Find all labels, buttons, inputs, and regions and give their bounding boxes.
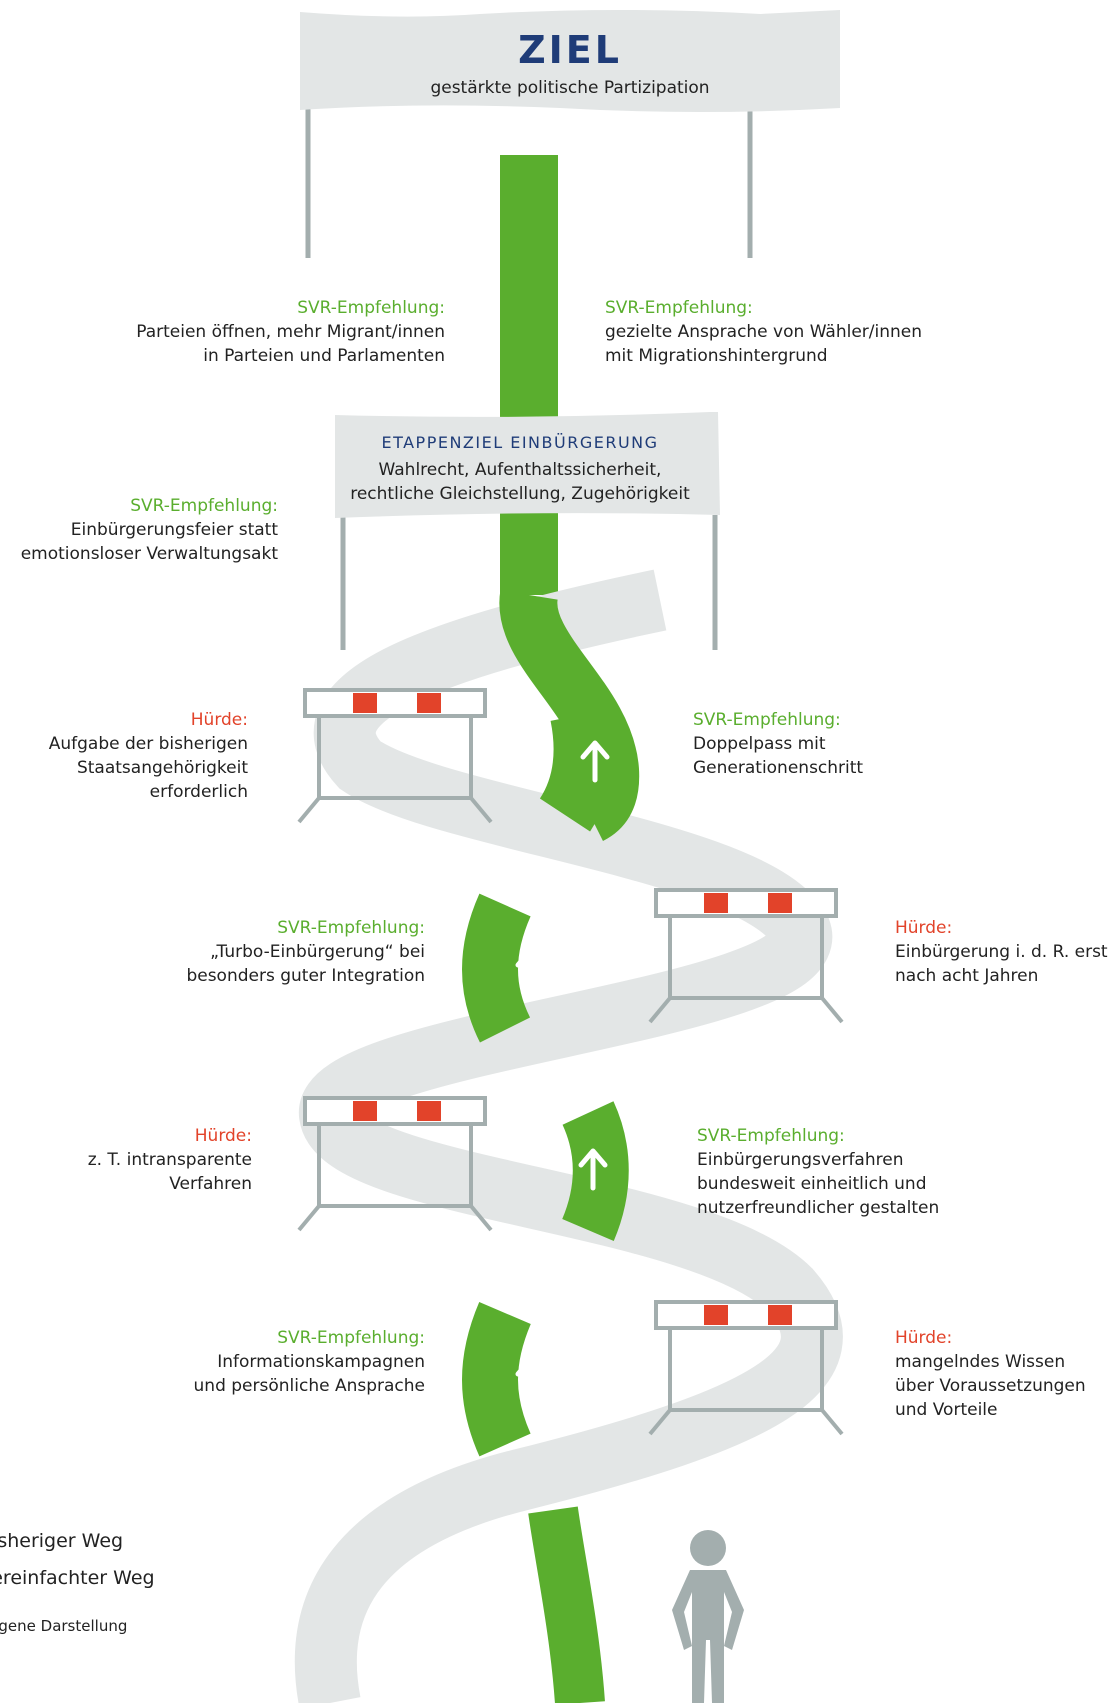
barrier-icon bbox=[297, 688, 493, 824]
hurdle-citizenship: Hürde: Aufgabe der bisherigen Staatsange… bbox=[48, 710, 248, 802]
recommendation-dual-passport: SVR-Empfehlung: Doppelpass mit Generatio… bbox=[693, 710, 864, 778]
recommendation-uniform-procedure: SVR-Empfehlung: Einbürgerungsverfahren b… bbox=[697, 1126, 940, 1218]
source-note: eigene Darstellung bbox=[0, 1617, 128, 1635]
green-segment-5 bbox=[528, 1506, 605, 1703]
recommendation-parties: SVR-Empfehlung: Parteien öffnen, mehr Mi… bbox=[136, 298, 445, 366]
arrow-up-icon bbox=[580, 740, 610, 783]
barrier-icon bbox=[648, 1300, 844, 1436]
green-segment-1 bbox=[539, 709, 614, 832]
goal-banner bbox=[300, 10, 840, 112]
hurdle-intransparent: Hürde: z. T. intransparente Verfahren bbox=[87, 1126, 252, 1194]
legend-simplified-path: vereinfachter Weg bbox=[0, 1567, 155, 1589]
person-icon bbox=[672, 1530, 744, 1703]
stage-title: ETAPPENZIEL EINBÜRGERUNG bbox=[381, 433, 659, 452]
arrow-up-icon bbox=[515, 1357, 545, 1400]
green-segment-2 bbox=[462, 893, 531, 1043]
goal-subtitle: gestärkte politische Partizipation bbox=[430, 78, 710, 98]
recommendation-turbo: SVR-Empfehlung: „Turbo-Einbürgerung“ bei… bbox=[186, 918, 425, 986]
legend-current-path: bisheriger Weg bbox=[0, 1530, 124, 1552]
recommendation-ceremony: SVR-Empfehlung: Einbürgerungsfeier statt… bbox=[20, 496, 278, 564]
stage-banner bbox=[335, 412, 720, 518]
recommendation-campaigns: SVR-Empfehlung: Informationskampagnen un… bbox=[193, 1328, 425, 1396]
stage-subtitle: Wahlrecht, Aufenthaltssicherheit, rechtl… bbox=[350, 460, 690, 504]
recommendation-voters: SVR-Empfehlung: gezielte Ansprache von W… bbox=[605, 298, 923, 366]
green-segment-3 bbox=[561, 1101, 629, 1241]
barrier-icon bbox=[297, 1096, 493, 1232]
simplified-path-top bbox=[500, 155, 558, 595]
hurdle-knowledge: Hürde: mangelndes Wissen über Voraussetz… bbox=[895, 1328, 1086, 1420]
arrow-up-icon bbox=[578, 1148, 608, 1191]
hurdle-eight-years: Hürde: Einbürgerung i. d. R. erst nach a… bbox=[895, 918, 1108, 986]
green-segment-4 bbox=[462, 1302, 531, 1457]
goal-title: ZIEL bbox=[518, 28, 622, 72]
arrow-up-icon bbox=[515, 948, 545, 991]
barrier-icon bbox=[648, 888, 844, 1024]
